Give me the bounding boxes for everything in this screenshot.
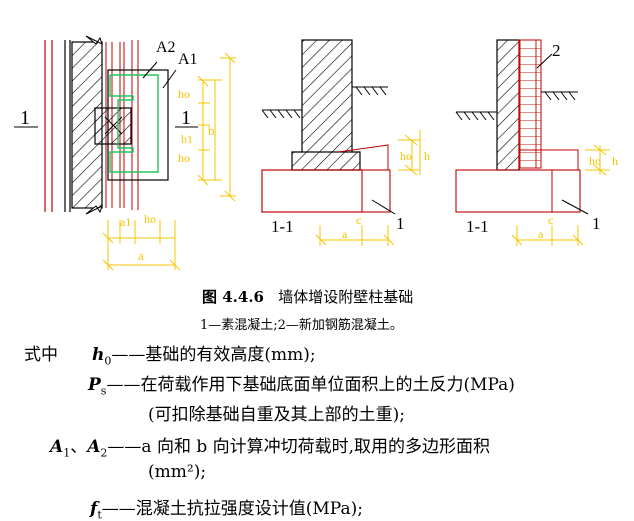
definition-ps-text: 在荷载作用下基础底面单位面积上的土反力(MPa)	[140, 375, 515, 395]
definition-ft: ft——混凝土抗拉强度设计值(MPa);	[90, 499, 363, 521]
definition-a1a2-line2: (mm²);	[148, 462, 207, 482]
label-section-1-right: 1	[181, 107, 191, 129]
plan-view	[14, 35, 236, 271]
label-h-mid: h	[424, 149, 430, 163]
label-ho-mid: ho	[400, 149, 412, 163]
label-ho-plan-top: ho	[178, 87, 190, 101]
figure-number: 图 4.4.6	[202, 288, 264, 306]
section-middle	[261, 39, 421, 246]
label-2: 2	[552, 41, 561, 60]
label-section-1-left: 1	[20, 107, 30, 129]
definition-ps: Ps——在荷载作用下基础底面单位面积上的土反力(MPa)	[88, 375, 515, 398]
label-section-right: 1-1	[466, 217, 489, 236]
label-ho-plan-bottom: ho	[178, 151, 190, 165]
label-a-right: a	[538, 227, 544, 241]
definition-h0-text: 基础的有效高度(mm);	[145, 345, 316, 365]
label-a-plan: a	[138, 248, 144, 263]
label-a1: A1	[178, 51, 198, 68]
definition-h0: h0——基础的有效高度(mm);	[92, 345, 316, 368]
label-1-right: 1	[592, 214, 601, 233]
label-b: b	[208, 123, 215, 138]
label-a2: A2	[156, 39, 176, 56]
label-ho-right: ho	[589, 154, 601, 168]
figure-legend: 1—素混凝土;2—新加钢筋混凝土。	[200, 318, 403, 333]
definition-ps-line2: (可扣除基础自重及其上部的土重);	[148, 405, 405, 425]
definition-a1a2: A1、A2——a 向和 b 向计算冲切荷载时,取用的多边形面积	[50, 437, 491, 460]
definition-a1a2-text: a 向和 b 向计算冲切荷载时,取用的多边形面积	[141, 437, 491, 457]
section-right	[455, 39, 610, 246]
figure-title: 墙体增设附壁柱基础	[278, 288, 414, 306]
label-section-mid: 1-1	[271, 217, 294, 236]
label-1-mid: 1	[396, 214, 405, 233]
label-ho-plan-dim: ho	[144, 212, 156, 226]
label-a1-dim: a1	[120, 215, 131, 229]
label-h-right: h	[612, 154, 618, 168]
figure-drawing: 1 1 A2 A1 ho b1 ho b a1 ho a 1-1 1 c a h…	[14, 35, 618, 271]
label-c-right: c	[548, 213, 553, 227]
definition-ft-text: 混凝土抗拉强度设计值(MPa);	[135, 499, 363, 519]
label-a-mid: a	[342, 227, 348, 241]
definitions-intro: 式中	[24, 345, 58, 365]
label-c-mid: c	[356, 213, 361, 227]
figure-caption: 图 4.4.6 墙体增设附壁柱基础	[202, 286, 413, 307]
label-b1: b1	[181, 132, 193, 146]
